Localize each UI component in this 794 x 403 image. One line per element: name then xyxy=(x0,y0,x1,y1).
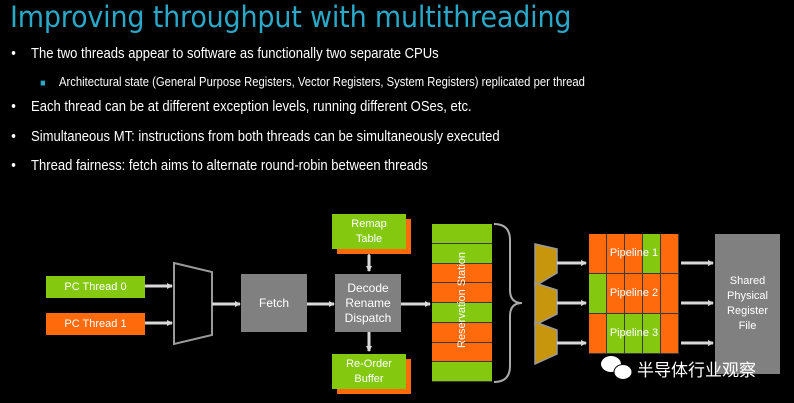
reservation-station-entry xyxy=(432,263,492,284)
reservation-station-entry xyxy=(432,342,492,363)
pipeline-stage xyxy=(625,274,643,314)
bullet-item: • Simultaneous MT: instructions from both… xyxy=(11,129,500,145)
bullet-dot-icon: • xyxy=(11,129,16,145)
reservation-station-label: Reservation Station xyxy=(456,252,468,348)
dispatch-label: Dispatch xyxy=(344,310,392,325)
pipeline-stage xyxy=(643,274,661,314)
bullet-dot-icon: • xyxy=(11,99,16,115)
pipeline-label: Pipeline 3 xyxy=(609,327,659,339)
pipeline-stage xyxy=(625,314,643,354)
bullet-item: • The two threads appear to software as f… xyxy=(11,46,439,62)
pipeline-stage xyxy=(607,234,625,274)
sub-bullet-dot-icon: ■ xyxy=(40,78,46,89)
reservation-station-entry xyxy=(432,224,492,244)
prf-label-line: File xyxy=(738,320,757,332)
pipeline-stage xyxy=(661,314,679,354)
reservation-station-entry xyxy=(432,243,492,264)
bullet-text: Architectural state (General Purpose Reg… xyxy=(59,75,585,89)
reorder-buffer-box: Re-Order Buffer xyxy=(332,354,406,389)
decode-rename-dispatch-box: Decode Rename Dispatch xyxy=(335,274,401,332)
table-label: Table xyxy=(355,232,383,245)
sub-bullet-item: ■ Architectural state (General Purpose Re… xyxy=(40,75,585,89)
pipeline-stage xyxy=(643,234,661,274)
issue-mux-1 xyxy=(534,243,558,288)
buffer-label: Buffer xyxy=(354,372,384,385)
reservation-station-entry xyxy=(432,322,492,343)
remap-table-box: Remap Table xyxy=(332,214,406,249)
decode-label: Decode xyxy=(347,280,389,295)
pipeline-stage xyxy=(607,274,625,314)
prf-label-line: Physical xyxy=(727,290,768,302)
bullet-text: Simultaneous MT: instructions from both … xyxy=(31,129,500,145)
prf-label-line: Register xyxy=(727,305,768,317)
bullet-text: The two threads appear to software as fu… xyxy=(31,46,439,62)
reservation-station-entry xyxy=(432,303,492,323)
bullet-dot-icon: • xyxy=(11,158,16,174)
pipeline-stage xyxy=(589,274,607,314)
reservation-station-entry xyxy=(432,362,492,382)
reorder-label: Re-Order xyxy=(346,357,392,370)
bullet-item: • Thread fairness: fetch aims to alternat… xyxy=(11,158,428,174)
issue-brace xyxy=(493,223,523,383)
fetch-box: Fetch xyxy=(241,274,307,332)
bullet-text: Thread fairness: fetch aims to alternate… xyxy=(31,158,428,174)
pc-thread-0-box: PC Thread 0 xyxy=(46,276,145,298)
pipeline-stage xyxy=(643,314,661,354)
pipeline-label: Pipeline 1 xyxy=(609,247,659,259)
issue-mux-2 xyxy=(534,281,558,327)
pipeline-label: Pipeline 2 xyxy=(609,287,659,299)
pipeline-stage xyxy=(607,314,625,354)
pc-thread-1-box: PC Thread 1 xyxy=(46,313,145,335)
reservation-station-entry xyxy=(432,283,492,303)
prf-label-line: Shared xyxy=(729,275,766,287)
reservation-station: Reservation Station xyxy=(432,224,492,382)
remap-label: Remap xyxy=(351,217,387,230)
issue-mux-3 xyxy=(534,320,558,366)
bullet-item: • Each thread can be at different excepti… xyxy=(11,99,472,115)
pipeline-stage xyxy=(589,234,607,274)
bullet-dot-icon: • xyxy=(11,46,16,62)
pipeline-stage xyxy=(589,314,607,354)
slide-title: Improving throughput with multithreading xyxy=(10,0,572,34)
pipeline-stage xyxy=(661,274,679,314)
pipelines: Pipeline 1 Pipeline 2 Pipeline 3 xyxy=(589,234,679,354)
rename-label: Rename xyxy=(345,295,391,310)
pipeline-stage xyxy=(625,234,643,274)
watermark-text: 半导体行业观察 xyxy=(637,361,756,381)
shared-physical-register-file: Shared Physical Register File xyxy=(715,234,780,374)
bullet-text: Each thread can be at different exceptio… xyxy=(31,99,472,115)
pipeline-stage xyxy=(661,234,679,274)
thread-select-mux xyxy=(173,261,213,346)
